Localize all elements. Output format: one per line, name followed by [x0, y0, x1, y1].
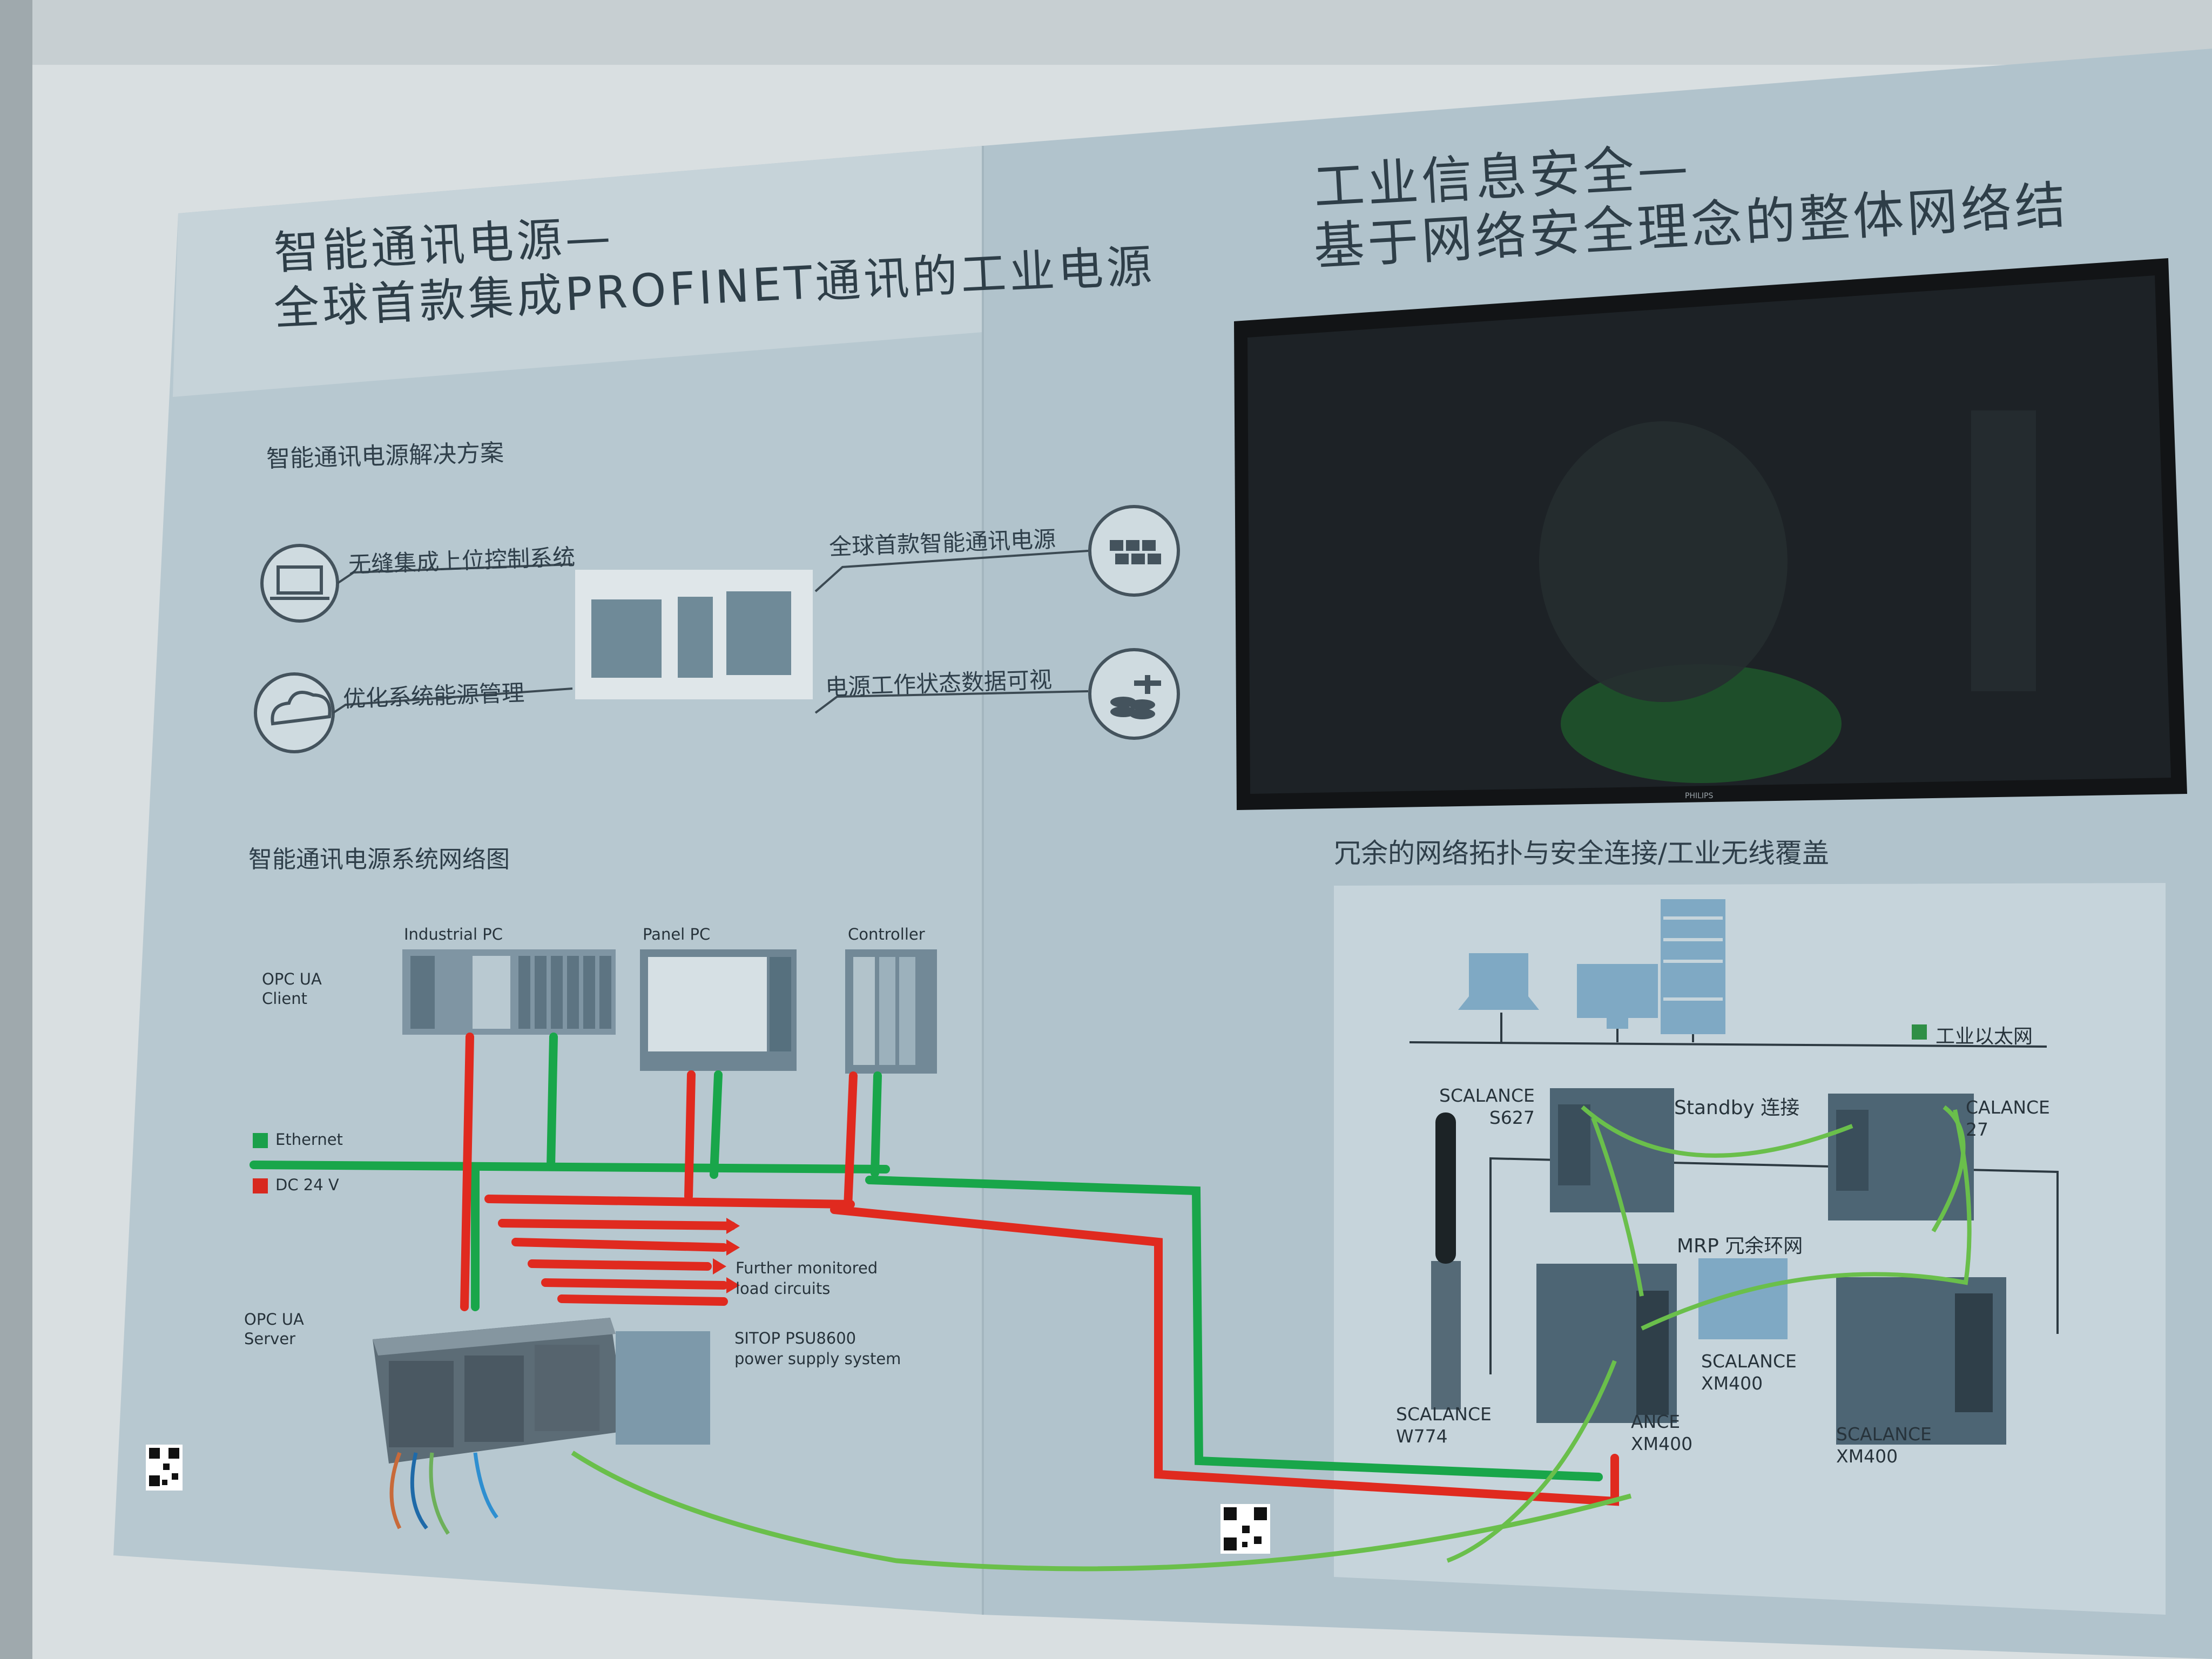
scalance-xm400-right-label: SCALANCE XM400 — [1836, 1424, 1932, 1467]
tv-brand-label: PHILIPS — [1685, 792, 1713, 800]
standby-connection-label: Standby 连接 — [1674, 1097, 1800, 1119]
left-column — [0, 0, 32, 1659]
industrial-pc-device — [402, 949, 616, 1035]
scalance-xm400-center — [1536, 1264, 1677, 1423]
panel-pc-label: Panel PC — [643, 925, 711, 943]
qr-code-center — [1220, 1504, 1270, 1554]
topology-computer-2 — [1577, 964, 1658, 1029]
psu-system-label: SITOP PSU8600 power supply system — [734, 1329, 901, 1368]
power-modules-icon — [1110, 540, 1161, 564]
industrial-ethernet-legend: 工业以太网 — [1936, 1026, 2033, 1048]
sitop-psu8600-hardware — [373, 1318, 710, 1464]
data-plug-icon — [1110, 675, 1161, 719]
further-circuits-label: Further monitored load circuits — [736, 1259, 878, 1298]
ceiling-strip — [0, 0, 2212, 65]
topology-heading: 冗余的网络拓扑与安全连接/工业无线覆盖 — [1334, 838, 1829, 869]
scalance-xm400-lower-label: ANCE XM400 — [1631, 1411, 1693, 1455]
mrp-ring-label: MRP 冗余环网 — [1677, 1235, 1803, 1257]
load-circuit-arrows — [713, 1218, 740, 1293]
dc24v-cables — [460, 1033, 1619, 1506]
opc-ua-server-label: OPC UA Server — [244, 1310, 304, 1348]
feature-circle-power — [1088, 505, 1180, 597]
feature-circle-cloud — [254, 672, 335, 753]
feature-circle-data — [1088, 648, 1180, 740]
scalance-xm400-center-label: SCALANCE XM400 — [1701, 1351, 1797, 1394]
left-board-header — [173, 146, 983, 397]
dc24v-legend-square — [253, 1178, 268, 1193]
topology-backbone — [1409, 1013, 2059, 1374]
ethernet-legend-square — [253, 1133, 268, 1148]
topology-computer-1 — [1458, 953, 1539, 1010]
legend-ethernet-text: Ethernet — [275, 1130, 343, 1149]
laptop-icon — [276, 565, 323, 595]
scalance-s627-left — [1550, 1088, 1674, 1212]
solution-heading: 智能通讯电源解决方案 — [266, 439, 504, 473]
qr-code-left — [146, 1445, 183, 1491]
topology-server — [1661, 899, 1725, 1034]
network-heading: 智能通讯电源系统网络图 — [248, 846, 510, 873]
left-board — [113, 146, 983, 1615]
feature-label-energy: 优化系统能源管理 — [342, 679, 525, 712]
feature-connectors — [332, 550, 1089, 714]
scalance-w774-access-point — [1431, 1112, 1461, 1410]
tv-monitor: PHILIPS — [1234, 258, 2187, 810]
psu-output-cables — [389, 1451, 1632, 1572]
opc-ua-client-label: OPC UA Client — [262, 970, 322, 1008]
psu-product-image — [575, 570, 813, 699]
legend-dc24v-text: DC 24 V — [275, 1176, 339, 1194]
industrial-ethernet-legend-square — [1912, 1024, 1927, 1040]
ethernet-cables — [249, 1033, 1603, 1481]
controller-label: Controller — [848, 925, 925, 943]
legend-ethernet: Ethernet — [253, 1130, 343, 1149]
scalance-s627-right-label: CALANCE 27 — [1966, 1097, 2050, 1141]
controller-device — [845, 949, 937, 1074]
topology-green-cables — [1446, 1105, 1972, 1563]
scalance-s627-left-label: SCALANCE S627 — [1439, 1085, 1535, 1129]
panel-pc-device — [640, 949, 797, 1071]
legend-dc24v: DC 24 V — [253, 1176, 339, 1194]
scalance-xm400-right — [1836, 1277, 2006, 1445]
cloud-icon — [271, 691, 332, 726]
feature-circle-laptop — [260, 544, 339, 623]
industrial-pc-label: Industrial PC — [404, 925, 503, 943]
scalance-w774-label: SCALANCE W774 — [1396, 1404, 1492, 1447]
